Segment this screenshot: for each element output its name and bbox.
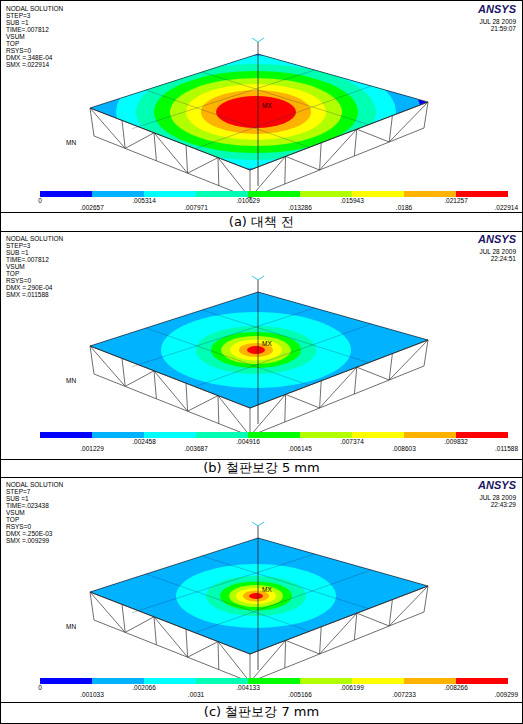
legend-value: .008603	[392, 446, 416, 453]
legend-value: .005314	[132, 198, 156, 205]
solution-info: NODAL SOLUTION	[6, 6, 63, 13]
legend-value: .006199	[340, 685, 364, 692]
solution-info: SMX =.009299	[6, 538, 49, 545]
legend-value: .008266	[444, 685, 468, 692]
caption-cell: (c) 철판보강 7 mm	[2, 703, 521, 722]
legend-value: .007374	[340, 439, 364, 446]
max-marker: MX	[262, 341, 272, 348]
timestamp: 21:59:07	[491, 26, 516, 33]
solution-info: NODAL SOLUTION	[6, 482, 63, 489]
solution-info: RSYS=0	[6, 48, 31, 55]
legend-value: .002458	[132, 439, 156, 446]
legend-value: .0031	[188, 692, 204, 699]
legend-value: .013286	[288, 205, 312, 212]
table-rule	[0, 231, 523, 232]
legend-value: .003687	[184, 446, 208, 453]
min-marker: MN	[66, 140, 76, 147]
solution-info: VSUM	[6, 34, 25, 41]
legend-value: .0186	[396, 205, 412, 212]
solution-info: DMX =.290E-04	[6, 285, 52, 292]
solution-info: RSYS=0	[6, 524, 31, 531]
legend-value: .001033	[80, 692, 104, 699]
contour-field	[90, 46, 428, 178]
contour-plot	[40, 522, 508, 684]
legend-value: .007233	[392, 692, 416, 699]
solution-info: STEP=3	[6, 13, 30, 20]
legend-value: .006145	[288, 446, 312, 453]
solution-info: STEP=7	[6, 489, 30, 496]
contour-field	[84, 526, 428, 666]
table-rule	[0, 477, 523, 478]
legend-value: .009299	[495, 692, 519, 699]
legend-value: .007971	[184, 205, 208, 212]
caption-text: (c) 철판보강 7 mm	[204, 705, 319, 719]
software-logo: ANSYS	[478, 480, 516, 491]
max-marker: MX	[262, 587, 272, 594]
table-rule	[0, 702, 523, 703]
min-marker: MN	[66, 378, 76, 385]
legend-value: .009832	[444, 439, 468, 446]
solution-info: DMX =.250E-03	[6, 531, 52, 538]
caption-cell: (b) 철판보강 5 mm	[2, 460, 521, 477]
legend-value: .001229	[80, 446, 104, 453]
legend-value: 0	[38, 198, 42, 205]
solution-info: DMX =.348E-04	[6, 55, 52, 62]
contour-plot	[40, 38, 508, 198]
timestamp: JUL 28 2009	[479, 495, 516, 502]
truss-frame	[90, 38, 428, 198]
solution-info: SUB =1	[6, 250, 29, 257]
legend-value: .022914	[495, 205, 519, 212]
solution-info: TOP	[6, 41, 19, 48]
caption-text: (b) 철판보강 5 mm	[203, 461, 319, 475]
solution-info: SUB =1	[6, 496, 29, 503]
legend-value: .010629	[236, 198, 260, 205]
solution-info: TOP	[6, 271, 19, 278]
solution-info: STEP=3	[6, 243, 30, 250]
legend-value: .004916	[236, 439, 260, 446]
solution-info: SUB =1	[6, 20, 29, 27]
software-logo: ANSYS	[478, 234, 516, 245]
table-rule	[0, 459, 523, 460]
truss-frame	[90, 522, 428, 682]
color-bar	[40, 432, 508, 438]
max-marker: MX	[262, 103, 272, 110]
solution-info: NODAL SOLUTION	[6, 236, 63, 243]
legend-value: .002066	[132, 685, 156, 692]
caption-text: (a) 대책 전	[229, 215, 294, 229]
table-rule	[0, 212, 523, 213]
software-logo: ANSYS	[478, 4, 516, 15]
legend-value: .005166	[288, 692, 312, 699]
legend-value: .015943	[340, 198, 364, 205]
min-marker: MN	[66, 624, 76, 631]
legend-value: .002657	[80, 205, 104, 212]
solution-info: VSUM	[6, 264, 25, 271]
solution-info: RSYS=0	[6, 278, 31, 285]
timestamp: 22:24:51	[491, 256, 516, 263]
contour-plot	[40, 276, 508, 438]
legend-value: .004133	[236, 685, 260, 692]
caption-cell: (a) 대책 전	[2, 213, 521, 231]
timestamp: 22:43:29	[491, 502, 516, 509]
color-bar	[40, 191, 508, 197]
solution-info: TIME=.007812	[6, 257, 49, 264]
legend-value: .011588	[495, 446, 518, 453]
timestamp: JUL 28 2009	[479, 249, 516, 256]
solution-info: SMX =.011588	[6, 292, 49, 299]
color-bar	[40, 678, 508, 684]
solution-info: SMX =.022914	[6, 62, 49, 69]
timestamp: JUL 28 2009	[479, 19, 516, 26]
legend-value: .021257	[444, 198, 468, 205]
truss-frame	[90, 276, 428, 436]
solution-info: VSUM	[6, 510, 25, 517]
solution-info: TOP	[6, 517, 19, 524]
contour-field	[78, 278, 434, 422]
legend-value: 0	[38, 685, 42, 692]
solution-info: TIME=.023438	[6, 503, 49, 510]
solution-info: TIME=.007812	[6, 27, 49, 34]
